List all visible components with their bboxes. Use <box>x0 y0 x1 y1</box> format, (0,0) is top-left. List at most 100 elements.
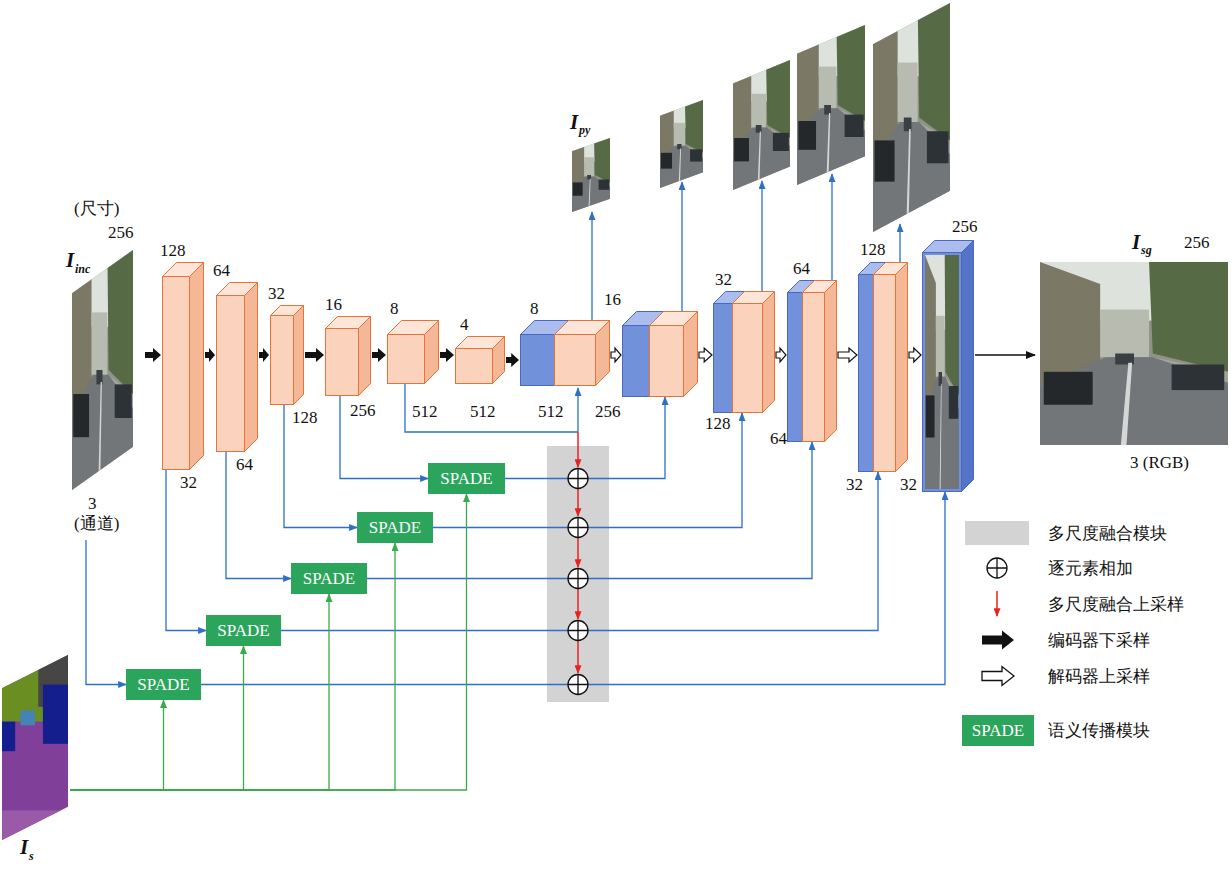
image-subscript: py <box>579 124 590 136</box>
channel-label: 256 <box>350 402 376 419</box>
feature-block-shape <box>162 262 205 471</box>
encoder-feature-block: 16256 <box>325 316 371 396</box>
polygon-part <box>596 321 610 386</box>
legend-text: 多尺度融合模块 <box>1048 525 1167 542</box>
size-label: 16 <box>604 291 621 308</box>
pyramid-image <box>733 60 790 190</box>
module-label: SPADE <box>369 519 421 536</box>
polygon-part <box>359 317 371 396</box>
size-label: 4 <box>460 316 469 333</box>
feature-connection <box>226 452 291 579</box>
polygon-part <box>294 306 304 405</box>
path-part <box>568 518 588 538</box>
size-label: 32 <box>268 285 285 302</box>
channel-label: 32 <box>180 474 197 491</box>
size-label: 128 <box>160 242 186 259</box>
polygon-part <box>190 263 204 470</box>
module-label: SPADE <box>440 470 492 487</box>
legend-row: 编码器下采样 <box>962 625 1227 656</box>
size-label: 128 <box>860 241 886 258</box>
add-symbol <box>568 518 588 538</box>
legend-text: 编码器下采样 <box>1048 632 1150 649</box>
g-part <box>714 292 775 413</box>
semantic-connection <box>70 646 244 790</box>
add-symbol <box>568 675 588 695</box>
rect-part <box>788 293 803 442</box>
downsample-arrow <box>372 348 386 362</box>
circle-part <box>568 621 588 641</box>
circle-part <box>568 518 588 538</box>
feature-connection <box>201 492 945 685</box>
fusion-upsample-arrow <box>577 489 579 516</box>
size-label: 256 <box>108 224 134 241</box>
legend-swatch <box>965 521 1029 545</box>
module-label: SPADE <box>137 676 189 693</box>
g-part <box>326 317 371 396</box>
g-part <box>873 3 950 232</box>
path-part <box>568 621 588 641</box>
legend-symbol <box>962 589 1032 619</box>
pyramid-arrow <box>831 174 832 280</box>
rect-part <box>803 293 825 442</box>
downsample-arrow <box>506 353 519 367</box>
feature-block-shape <box>713 291 776 414</box>
g-part <box>2 655 68 840</box>
g-part <box>271 306 304 405</box>
polygon-part <box>245 283 258 452</box>
rect-part <box>521 335 555 386</box>
rect-part <box>388 335 425 384</box>
legend-row: 多尺度融合模块 <box>962 518 1227 549</box>
scene-picture <box>72 250 133 490</box>
module-label: SPADE <box>972 722 1024 739</box>
channel-label: 64 <box>770 430 787 447</box>
scene-picture <box>572 138 610 212</box>
downsample-arrow <box>305 348 324 362</box>
decoder-feature-block: 12832 <box>858 262 908 472</box>
downsample-arrow <box>145 348 161 362</box>
rect-part <box>163 277 190 470</box>
circle-part <box>987 558 1007 578</box>
legend-symbol <box>962 661 1032 691</box>
g-part <box>217 283 258 452</box>
scene-picture <box>1040 262 1228 445</box>
use-part <box>572 138 610 212</box>
feature-connection <box>505 397 665 479</box>
pyramid-arrow <box>761 181 762 291</box>
circle-part <box>568 569 588 589</box>
circle-part <box>568 469 588 489</box>
rect-part <box>650 326 684 397</box>
g-part <box>925 255 959 489</box>
encoder-feature-block: 12832 <box>162 262 204 470</box>
size-label: 256 <box>952 218 978 235</box>
fusion-upsample-arrow <box>577 432 579 467</box>
g-part <box>797 25 865 185</box>
feature-block-shape <box>787 280 838 443</box>
upsample-arrow <box>838 348 857 362</box>
bottleneck-arrow <box>577 388 578 432</box>
path-part <box>982 667 1014 686</box>
use-part <box>733 60 790 190</box>
output-arrow <box>975 354 1035 356</box>
upsample-arrow <box>611 348 621 362</box>
add-symbol <box>568 621 588 641</box>
encoder-feature-block: 8512 <box>387 320 439 384</box>
upsample-arrow <box>909 348 921 362</box>
module-label: SPADE <box>303 570 355 587</box>
semantic-connection <box>70 494 467 790</box>
encoder-feature-block: 4512 <box>455 336 505 384</box>
module-label: SPADE <box>217 622 269 639</box>
channel-note: (通道) <box>74 515 119 532</box>
use-part <box>660 100 703 188</box>
image-subscript: s <box>29 850 34 862</box>
rect-part <box>271 316 294 405</box>
g-part <box>456 337 505 384</box>
g-part <box>788 281 837 442</box>
legend-text: 多尺度融合上采样 <box>1048 596 1184 613</box>
pyramid-image <box>797 25 865 185</box>
legend-text: 解码器上采样 <box>1048 668 1150 685</box>
use-part <box>797 25 865 185</box>
size-label: 8 <box>530 300 539 317</box>
legend-swatch: SPADE <box>962 715 1034 746</box>
rect-part <box>714 304 733 413</box>
output-image: Isg2563 (RGB) <box>1036 232 1230 490</box>
